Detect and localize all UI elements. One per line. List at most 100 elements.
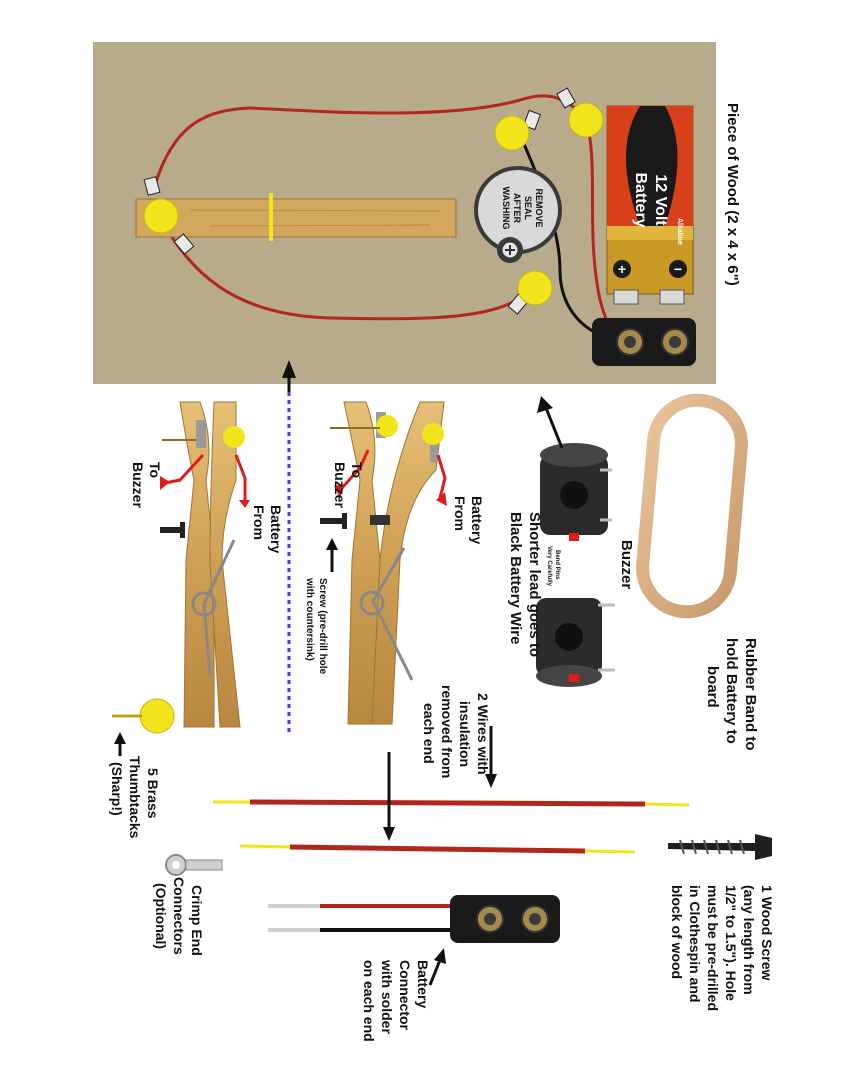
thumbtacks-label: 5 Brass Thumbtacks (Sharp!)	[109, 756, 161, 839]
wood-block-grain	[189, 209, 441, 212]
red-arrow-icon	[234, 454, 247, 500]
thumbtack	[422, 423, 444, 445]
screw-icon	[160, 522, 185, 538]
label-line: Connector	[397, 960, 413, 1031]
battery-minus-label: −	[674, 261, 682, 277]
battery-connector-part	[268, 895, 560, 943]
label-line: Buzzer	[130, 462, 146, 508]
label-line: (Sharp!)	[109, 762, 125, 816]
battery-connector-label: Battery Connector with solder on each en…	[361, 959, 431, 1042]
label-line: To	[147, 462, 163, 478]
arrow-icon	[383, 752, 395, 841]
label-line: (Optional)	[153, 883, 169, 949]
crimp-label: Crimp End Connectors (Optional)	[153, 877, 205, 956]
red-wire-bottom	[158, 217, 532, 321]
buzzer-sticker-line: AFTER	[512, 193, 522, 223]
label-line: on each end	[361, 960, 377, 1042]
label-line: hold Battery to	[723, 638, 740, 744]
thumbtack	[568, 102, 604, 138]
label-line: 1/2" to 1.5"). Hole	[723, 885, 739, 1001]
bend-pins-label: Bend Pins Very Carefully	[546, 546, 560, 587]
battery-brand: Alkaline	[676, 218, 683, 245]
label-line: Crimp End	[189, 885, 205, 956]
label-line: Bend Pins	[554, 550, 560, 580]
stripped-wire	[239, 844, 636, 854]
arrow-icon	[282, 360, 296, 392]
label-line: Connectors	[171, 877, 187, 955]
label-line: with solder	[379, 959, 395, 1034]
red-arrow-icon	[436, 454, 447, 499]
clothespin-part	[160, 401, 250, 728]
label-line: Rubber Band to	[742, 638, 759, 751]
buzzer-part	[540, 443, 612, 541]
wires-label: 2 Wires with insulation removed from eac…	[421, 685, 491, 778]
screw-icon	[320, 513, 347, 529]
label-line: Thumbtacks	[127, 756, 143, 839]
arrow-icon	[326, 538, 338, 572]
arrow-icon	[537, 396, 564, 449]
thumbtack	[517, 270, 553, 306]
to-buzzer-label: To Buzzer	[332, 462, 365, 508]
label-line: with countersink)	[304, 577, 315, 661]
label-line: Battery	[415, 960, 431, 1008]
label-line: board	[704, 666, 721, 708]
battery-snap-on-board	[592, 318, 696, 366]
label-line: in Clothespin and	[687, 885, 703, 1002]
crimp-tab	[522, 109, 542, 131]
screw-note-label: Screw (pre-drill hole with countersink)	[304, 577, 328, 675]
arrow-icon	[485, 726, 497, 788]
arrow-icon	[428, 948, 446, 986]
wood-screw-part	[668, 834, 772, 860]
from-battery-label: From Battery	[452, 496, 485, 544]
label-line: each end	[421, 703, 437, 764]
stripped-wire	[213, 799, 690, 807]
label-line: Buzzer	[332, 462, 348, 508]
thumbtack	[223, 426, 245, 448]
to-buzzer-label: To Buzzer	[130, 462, 163, 508]
red-arrow-icon	[338, 449, 370, 492]
board-label: Piece of Wood (2 x 4 x 6")	[724, 103, 741, 286]
thumbtack	[143, 198, 179, 234]
label-line: Very Carefully	[546, 546, 552, 587]
buzzer-sticker-line: WASHING	[501, 186, 511, 229]
clothespin-assembled	[330, 401, 447, 725]
thumbtack-part	[112, 698, 175, 734]
crimp-tab	[556, 87, 576, 109]
label-line: block of wood	[669, 885, 685, 979]
label-line: From	[452, 496, 468, 531]
label-line: Shorter lead goes to	[526, 512, 543, 657]
wood-board-assembly: REMOVE SEAL AFTER WASHING 12 Volt Batter…	[93, 42, 716, 384]
arrow-icon	[114, 732, 126, 756]
label-line: Screw (pre-drill hole	[317, 578, 328, 675]
label-line: Black Battery Wire	[507, 512, 524, 644]
battery: 12 Volt Battery Alkaline + −	[606, 105, 694, 305]
rubber-band-label: Rubber Band to hold Battery to board	[704, 638, 759, 751]
buzzer-label: Buzzer	[618, 540, 635, 589]
label-line: must be pre-drilled	[705, 885, 721, 1011]
label-line: (any length from	[741, 885, 757, 995]
from-battery-label: From Battery	[251, 505, 284, 553]
battery-minus-icon	[669, 260, 687, 278]
buzzer-sticker-line: REMOVE	[534, 188, 544, 227]
buzzer-part	[536, 598, 615, 687]
battery-plus-icon	[613, 260, 631, 278]
label-line: removed from	[439, 685, 455, 778]
battery-voltage: 12 Volt	[652, 174, 669, 226]
wood-screw-label: 1 Wood Screw (any length from 1/2" to 1.…	[669, 885, 775, 1011]
label-line: From	[251, 505, 267, 540]
crimp-tab	[143, 176, 161, 196]
label-line: Battery	[268, 505, 284, 553]
label-line: 1 Wood Screw	[759, 885, 775, 981]
label-line: 5 Brass	[145, 768, 161, 819]
label-line: To	[349, 462, 365, 478]
rubber-band	[636, 393, 748, 619]
shorter-lead-label: Shorter lead goes to Black Battery Wire	[507, 512, 543, 657]
buzzer-sticker-line: SEAL	[523, 196, 533, 221]
crimp-connector-part	[165, 854, 223, 876]
label-line: Battery	[469, 496, 485, 544]
wood-block	[135, 198, 457, 238]
thumbtack	[494, 115, 530, 151]
battery-plus-label: +	[618, 261, 626, 277]
label-line: insulation	[457, 701, 473, 767]
